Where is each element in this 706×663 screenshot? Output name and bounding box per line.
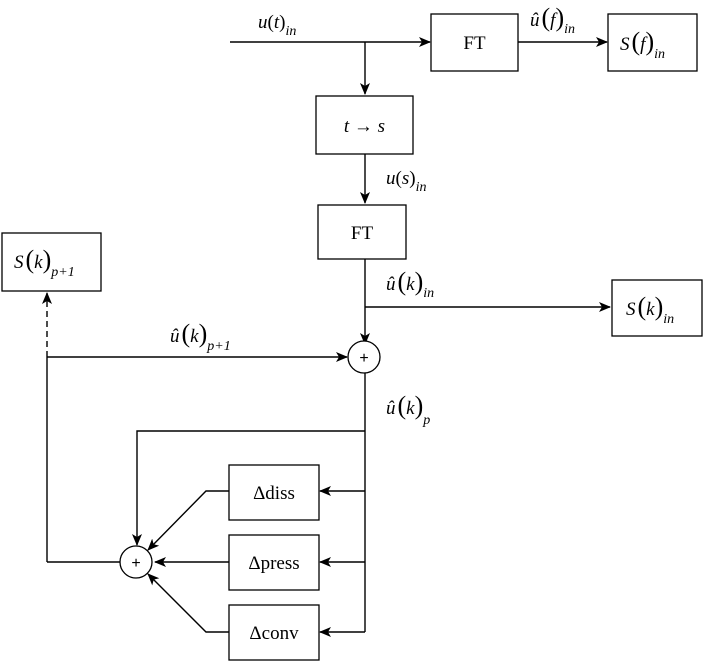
s-k-p1-sym: S	[14, 252, 24, 273]
svg-text:S(k)p+1: S(k)p+1	[14, 245, 75, 280]
label-uhat-k-p: û(k)p	[386, 391, 430, 428]
ft-mid-label: FT	[351, 223, 374, 244]
label-u-t: u(t)in	[258, 12, 296, 39]
diss-label: Δdiss	[253, 483, 295, 504]
s-k-in-output: S(k)in	[611, 279, 703, 337]
t-to-s-block: t → s	[315, 95, 414, 155]
s-k-in-sub: in	[663, 312, 674, 327]
diss-to-sum	[147, 490, 229, 551]
conv-to-sum	[147, 573, 229, 633]
ft-top-label: FT	[463, 33, 486, 54]
svg-text:S(k)in: S(k)in	[626, 292, 674, 327]
s-k-p1-sub: p+1	[50, 265, 74, 280]
ft-top-block: FT	[430, 13, 519, 72]
label-uhat-k-p1: û(k)p+1	[170, 319, 231, 354]
sum-upper-symbol: +	[359, 350, 368, 367]
s-k-p1-arg: k	[34, 252, 43, 273]
label-uhat-f: û(f)in	[530, 3, 575, 37]
press-block: Δpress	[228, 534, 320, 591]
s-k-p1-output: S(k)p+1	[1, 232, 102, 292]
bypass-path	[132, 430, 365, 546]
conv-block: Δconv	[228, 604, 320, 661]
s-k-in-sym: S	[626, 299, 636, 320]
s-f-sym: S	[620, 34, 630, 55]
sum-junction-lower: +	[119, 545, 153, 579]
svg-text:S(f)in: S(f)in	[620, 27, 665, 62]
sum-junction-upper: +	[347, 340, 381, 374]
ft-mid-block: FT	[317, 204, 407, 260]
s-f-arg: f	[640, 34, 648, 55]
conv-label: Δconv	[249, 623, 299, 644]
diss-block: Δdiss	[228, 464, 320, 521]
label-u-s: u(s)in	[386, 168, 426, 195]
press-label: Δpress	[248, 553, 299, 574]
label-uhat-k-in: û(k)in	[386, 267, 434, 301]
s-f-sub: in	[654, 47, 665, 62]
t-to-s-label: t → s	[344, 116, 385, 137]
s-k-in-arg: k	[646, 299, 655, 320]
sum-lower-symbol: +	[131, 555, 140, 572]
connectors	[42, 37, 611, 637]
s-f-output: S(f)in	[607, 13, 698, 72]
